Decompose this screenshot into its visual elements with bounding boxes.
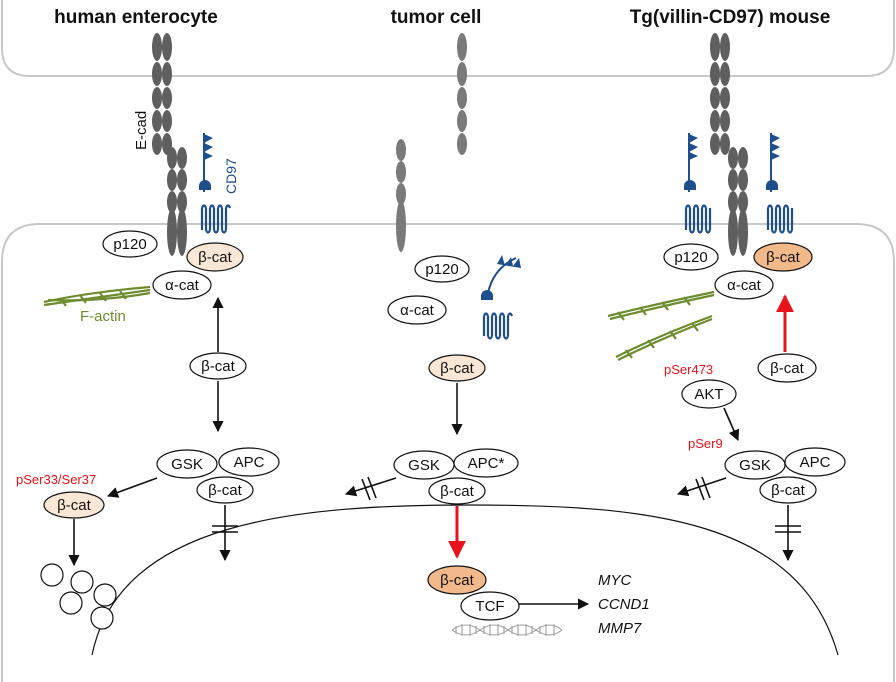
svg-text:GSK: GSK: [408, 457, 440, 474]
beta-catenin-left-junction: β-cat: [186, 242, 244, 272]
arrow-to-phospho-bcat: [106, 477, 158, 498]
alpha-catenin-left: α-cat: [152, 270, 212, 300]
block-mark-left: [212, 525, 238, 533]
beta-catenin-left-destruction: β-cat: [196, 476, 254, 504]
svg-text:APC: APC: [800, 454, 831, 471]
target-gene-mmp7: MMP7: [598, 620, 642, 637]
arrow-akt-to-gsk: [723, 407, 740, 442]
svg-text:p120: p120: [425, 261, 458, 278]
alpha-catenin-right: α-cat: [714, 270, 774, 300]
cd97-internalized-middle: [481, 255, 521, 340]
svg-text:α-cat: α-cat: [165, 277, 200, 294]
apc-mutant-middle: APC*: [453, 448, 519, 478]
target-gene-ccnd1: CCND1: [598, 596, 650, 613]
svg-text:APC: APC: [234, 454, 265, 471]
e-cadherin-left-upper: [152, 33, 172, 155]
cd97-receptor-left: [199, 133, 232, 234]
svg-text:p120: p120: [113, 236, 146, 253]
dna-helix: [451, 624, 563, 636]
e-cadherin-middle-upper: [457, 33, 467, 155]
gsk-middle: GSK: [393, 450, 455, 480]
svg-text:β-cat: β-cat: [198, 249, 232, 266]
pser33-ser37-label: pSer33/Ser37: [16, 472, 96, 487]
block-mark-right-nucleus: [775, 525, 801, 533]
cd97-label: CD97: [223, 158, 239, 194]
cd97-receptor-right-a: [684, 133, 712, 234]
svg-text:p120: p120: [674, 249, 707, 266]
svg-text:β-cat: β-cat: [208, 482, 242, 499]
target-gene-myc: MYC: [598, 572, 632, 589]
nucleus-envelope: [91, 504, 839, 656]
f-actin-label: F-actin: [80, 308, 126, 325]
upper-cell-membrane: [1, 0, 895, 77]
degraded-fragments: [40, 563, 117, 630]
e-cadherin-left-lower: [167, 147, 187, 256]
beta-catenin-right-cytoplasm: β-cat: [757, 353, 817, 383]
block-mark-right-degradation: [695, 476, 711, 501]
svg-text:APC*: APC*: [468, 455, 505, 472]
phospho-beta-catenin-left: β-cat: [43, 491, 105, 519]
tcf: TCF: [460, 591, 520, 621]
e-cadherin-middle-lower: [396, 139, 406, 252]
beta-catenin-right-destruction: β-cat: [759, 476, 817, 504]
beta-catenin-nuclear: β-cat: [427, 565, 487, 595]
e-cad-label: E-cad: [133, 111, 150, 150]
lower-cell-membrane: [1, 223, 895, 682]
gsk-left: GSK: [156, 449, 218, 479]
beta-catenin-middle-cytoplasm: β-cat: [428, 354, 486, 382]
svg-text:α-cat: α-cat: [727, 277, 762, 294]
apc-left: APC: [218, 447, 280, 477]
pser473-label: pSer473: [664, 362, 713, 377]
svg-text:AKT: AKT: [694, 386, 723, 403]
p120-right: p120: [663, 243, 719, 271]
p120-middle: p120: [414, 255, 470, 283]
f-actin-left: [43, 285, 151, 307]
block-mark-middle: [361, 476, 377, 501]
header-transgenic-mouse: Tg(villin-CD97) mouse: [630, 7, 831, 28]
header-human-enterocyte: human enterocyte: [54, 7, 218, 28]
f-actin-right: [607, 290, 715, 361]
svg-text:β-cat: β-cat: [57, 497, 91, 514]
svg-text:β-cat: β-cat: [770, 360, 804, 377]
e-cadherin-right-lower: [728, 147, 748, 256]
e-cadherin-right-upper: [710, 33, 730, 155]
svg-text:β-cat: β-cat: [440, 572, 474, 589]
svg-text:β-cat: β-cat: [771, 482, 805, 499]
header-tumor-cell: tumor cell: [391, 7, 482, 28]
apc-right: APC: [784, 447, 846, 477]
pser9-label: pSer9: [688, 436, 723, 451]
svg-text:GSK: GSK: [171, 456, 203, 473]
p120-left: p120: [102, 230, 158, 258]
gsk-right: GSK: [724, 450, 786, 480]
alpha-catenin-middle: α-cat: [387, 295, 447, 325]
svg-text:α-cat: α-cat: [400, 302, 435, 319]
svg-text:β-cat: β-cat: [766, 249, 800, 266]
beta-catenin-middle-destruction: β-cat: [428, 477, 486, 505]
akt: AKT: [681, 379, 737, 409]
svg-text:GSK: GSK: [739, 457, 771, 474]
cd97-receptor-right-b: [766, 133, 794, 234]
beta-catenin-right-junction: β-cat: [753, 242, 813, 272]
svg-text:β-cat: β-cat: [440, 360, 474, 377]
svg-text:β-cat: β-cat: [201, 358, 235, 375]
svg-text:TCF: TCF: [475, 598, 504, 615]
blocked-arrow-right-degradation: [676, 477, 727, 497]
beta-catenin-left-cytoplasm: β-cat: [189, 352, 247, 380]
svg-text:β-cat: β-cat: [440, 483, 474, 500]
